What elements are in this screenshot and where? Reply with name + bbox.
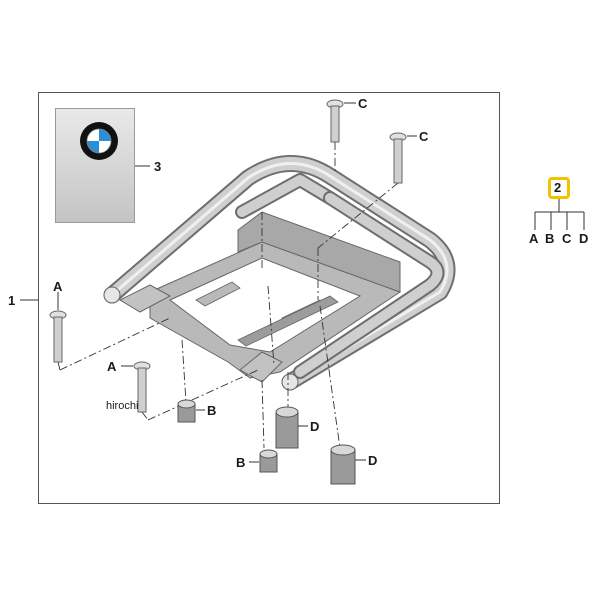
tubular-rail	[103, 155, 456, 391]
label-emblem: 3	[154, 159, 162, 174]
kit-item-d: D	[579, 231, 589, 246]
tube-end-left	[103, 286, 121, 304]
bolt-a-1	[49, 310, 67, 363]
spacer-b-1	[177, 399, 196, 423]
kit-tree	[534, 199, 585, 230]
spacer-d-1	[275, 406, 299, 449]
label-spacer-d-2: D	[368, 453, 378, 468]
assembly-lines	[57, 142, 399, 449]
bolt-c-1	[326, 99, 344, 143]
kit-item-a: A	[529, 231, 539, 246]
watermark-text: hirochi	[106, 400, 139, 412]
label-bolt-c-2: C	[419, 129, 429, 144]
label-spacer-b-2: B	[236, 455, 246, 470]
rack-plate	[118, 211, 402, 383]
label-spacer-d-1: D	[310, 419, 320, 434]
bolt-c-2	[389, 132, 407, 184]
spacer-d-2	[330, 444, 356, 485]
spacer-b-2	[259, 449, 278, 473]
label-bolt-c-1: C	[358, 96, 368, 111]
label-bolt-a-1: A	[53, 279, 63, 294]
bmw-logo-icon	[80, 122, 118, 160]
label-spacer-b-1: B	[207, 403, 217, 418]
kit-item-c: C	[562, 231, 572, 246]
diagram-frame	[38, 92, 500, 504]
label-bolt-a-2: A	[107, 359, 117, 374]
bolt-a-2	[133, 361, 151, 413]
kit-item-b: B	[545, 231, 555, 246]
tube-end-front	[281, 373, 299, 391]
label-kit: 2	[554, 180, 562, 195]
label-assembly: 1	[8, 293, 16, 308]
kit-highlight-box	[548, 177, 570, 199]
